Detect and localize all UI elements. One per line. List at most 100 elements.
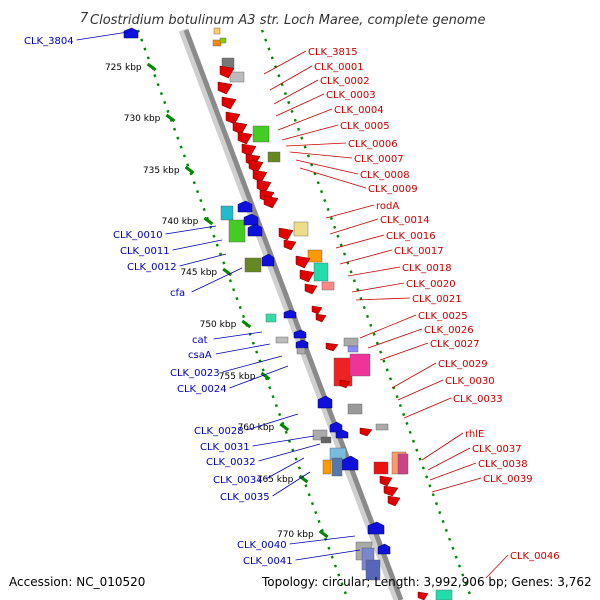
gene-arrow[interactable] bbox=[237, 200, 253, 213]
forward-gene-label[interactable]: CLK_0005 bbox=[340, 121, 390, 132]
gene-box[interactable] bbox=[397, 453, 409, 475]
gene-arrow[interactable] bbox=[359, 427, 373, 437]
gene-box[interactable] bbox=[229, 71, 245, 83]
gene-box[interactable] bbox=[435, 589, 453, 600]
forward-gene-label[interactable]: CLK_0018 bbox=[402, 263, 452, 274]
gene-arrow[interactable] bbox=[263, 195, 279, 209]
gene-arrow[interactable] bbox=[325, 342, 339, 352]
gene-box[interactable] bbox=[293, 221, 309, 237]
gene-arrow[interactable] bbox=[335, 429, 349, 439]
gene-arrow[interactable] bbox=[293, 329, 307, 339]
gene-arrow[interactable] bbox=[295, 255, 311, 269]
gene-box[interactable] bbox=[220, 205, 234, 221]
gene-arrow[interactable] bbox=[311, 305, 323, 315]
forward-gene-label[interactable]: CLK_0016 bbox=[386, 231, 436, 242]
gene-box[interactable] bbox=[343, 337, 359, 347]
gene-arrow[interactable] bbox=[295, 339, 309, 349]
reverse-gene-label[interactable]: CLK_0011 bbox=[120, 246, 170, 257]
forward-gene-label[interactable]: CLK_0003 bbox=[326, 90, 376, 101]
forward-gene-label[interactable]: CLK_0021 bbox=[412, 294, 462, 305]
gene-arrow[interactable] bbox=[367, 521, 385, 535]
forward-gene-label[interactable]: CLK_0026 bbox=[424, 325, 474, 336]
gene-arrow[interactable] bbox=[339, 379, 351, 389]
reverse-gene-label[interactable]: CLK_0041 bbox=[243, 556, 293, 567]
gene-arrow[interactable] bbox=[221, 96, 237, 110]
reverse-gene-label[interactable]: CLK_0023 bbox=[170, 368, 220, 379]
reverse-gene-label[interactable]: CLK_0040 bbox=[237, 540, 287, 551]
gene-box[interactable] bbox=[252, 125, 270, 143]
forward-gene-label[interactable]: CLK_0027 bbox=[430, 339, 480, 350]
reverse-gene-label[interactable]: CLK_0010 bbox=[113, 230, 163, 241]
forward-gene-label[interactable]: CLK_0039 bbox=[483, 474, 533, 485]
gene-box[interactable] bbox=[265, 313, 277, 323]
gene-arrow[interactable] bbox=[315, 313, 327, 323]
gene-box[interactable] bbox=[213, 27, 221, 35]
gene-arrow[interactable] bbox=[278, 227, 294, 241]
gene-box[interactable] bbox=[307, 249, 323, 263]
gene-box[interactable] bbox=[275, 336, 289, 344]
gene-box[interactable] bbox=[312, 429, 328, 441]
gene-arrow[interactable] bbox=[243, 213, 259, 226]
reverse-gene-label[interactable]: csaA bbox=[188, 350, 212, 361]
forward-gene-label[interactable]: CLK_0008 bbox=[360, 170, 410, 181]
gene-arrow[interactable] bbox=[299, 269, 315, 283]
forward-gene-label[interactable]: CLK_0006 bbox=[348, 139, 398, 150]
forward-gene-label[interactable]: CLK_0014 bbox=[380, 215, 430, 226]
gene-arrow[interactable] bbox=[261, 253, 275, 267]
reverse-gene-label[interactable]: cfa bbox=[170, 288, 185, 299]
forward-gene-label[interactable]: CLK_0002 bbox=[320, 76, 370, 87]
gene-box[interactable] bbox=[375, 423, 389, 431]
gene-arrow[interactable] bbox=[379, 475, 393, 487]
gene-box[interactable] bbox=[365, 559, 381, 581]
gene-arrow[interactable] bbox=[317, 395, 333, 409]
gene-box[interactable] bbox=[244, 257, 262, 273]
gene-arrow[interactable] bbox=[248, 159, 264, 173]
gene-box[interactable] bbox=[267, 151, 281, 163]
gene-box[interactable] bbox=[321, 281, 335, 291]
forward-gene-label[interactable]: CLK_0029 bbox=[438, 359, 488, 370]
forward-gene-label[interactable]: CLK_0001 bbox=[314, 62, 364, 73]
gene-arrow[interactable] bbox=[123, 27, 139, 39]
gene-box[interactable] bbox=[349, 353, 371, 377]
gene-arrow[interactable] bbox=[383, 485, 399, 497]
gene-arrow[interactable] bbox=[247, 223, 263, 237]
gene-arrow[interactable] bbox=[283, 239, 297, 251]
gene-box[interactable] bbox=[322, 459, 332, 475]
gene-arrow[interactable] bbox=[217, 81, 233, 95]
gene-arrow[interactable] bbox=[304, 283, 318, 295]
reverse-gene-label[interactable]: CLK_3804 bbox=[24, 36, 74, 47]
forward-gene-label[interactable]: CLK_0004 bbox=[334, 105, 384, 116]
gene-arrow[interactable] bbox=[417, 591, 429, 600]
reverse-gene-label[interactable]: CLK_0032 bbox=[206, 457, 256, 468]
gene-arrow[interactable] bbox=[219, 65, 235, 79]
forward-gene-label[interactable]: CLK_0030 bbox=[445, 376, 495, 387]
gene-arrow[interactable] bbox=[387, 495, 401, 507]
gene-arrow[interactable] bbox=[256, 179, 272, 193]
gene-box[interactable] bbox=[320, 436, 332, 444]
reverse-gene-label[interactable]: CLK_0028 bbox=[194, 426, 244, 437]
reverse-gene-label[interactable]: CLK_0024 bbox=[177, 384, 227, 395]
gene-arrow[interactable] bbox=[252, 169, 268, 183]
gene-box[interactable] bbox=[331, 457, 343, 477]
gene-box[interactable] bbox=[219, 37, 227, 44]
gene-arrow[interactable] bbox=[237, 131, 253, 145]
forward-gene-label[interactable]: CLK_0038 bbox=[478, 459, 528, 470]
forward-gene-label[interactable]: CLK_3815 bbox=[308, 47, 358, 58]
gene-arrow[interactable] bbox=[377, 543, 391, 555]
forward-gene-label[interactable]: CLK_0007 bbox=[354, 154, 404, 165]
reverse-gene-label[interactable]: CLK_0031 bbox=[200, 442, 250, 453]
forward-gene-label[interactable]: CLK_0017 bbox=[394, 246, 444, 257]
gene-arrow[interactable] bbox=[329, 421, 343, 433]
gene-box[interactable] bbox=[347, 345, 359, 353]
forward-gene-label[interactable]: rodA bbox=[376, 201, 399, 212]
forward-gene-label[interactable]: CLK_0009 bbox=[368, 184, 418, 195]
reverse-gene-label[interactable]: CLK_0012 bbox=[127, 262, 177, 273]
gene-box[interactable] bbox=[228, 219, 246, 243]
forward-gene-label[interactable]: CLK_0046 bbox=[510, 551, 560, 562]
reverse-gene-label[interactable]: CLK_0035 bbox=[220, 492, 270, 503]
gene-box[interactable] bbox=[373, 461, 389, 475]
gene-box[interactable] bbox=[347, 403, 363, 415]
forward-gene-label[interactable]: CLK_0020 bbox=[406, 279, 456, 290]
gene-arrow[interactable] bbox=[241, 143, 257, 157]
gene-box[interactable] bbox=[296, 347, 306, 355]
